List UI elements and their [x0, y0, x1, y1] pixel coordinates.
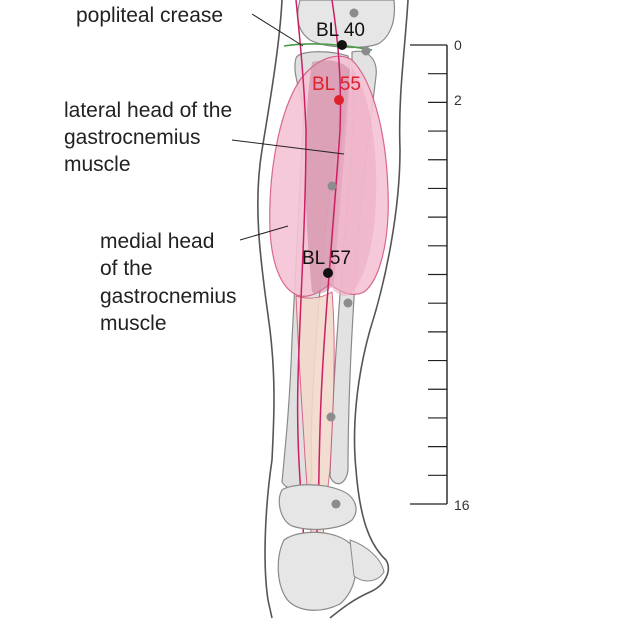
- bl57-label: BL 57: [302, 248, 351, 269]
- medial-head-label-line2: of the: [100, 257, 153, 280]
- bl55-label: BL 55: [312, 74, 361, 95]
- medial-head-label-line1: medial head: [100, 230, 214, 253]
- lateral-head-leader: [231, 139, 345, 155]
- grey-point: [343, 298, 353, 308]
- foot-side-bone: [349, 539, 385, 582]
- grey-point: [331, 499, 341, 509]
- leg-outline: [257, 0, 409, 619]
- lateral-head-label-line3: muscle: [64, 153, 131, 176]
- lateral-head-band: [305, 60, 350, 294]
- lateral-head-label-line1: lateral head of the: [64, 99, 232, 122]
- medial-head-label-line3: gastrocnemius: [100, 285, 237, 308]
- ankle-bones: [278, 484, 357, 530]
- bl40-label: BL 40: [316, 20, 365, 41]
- grey-point: [326, 412, 336, 422]
- scale-label-0: 0: [454, 37, 462, 53]
- medial-head-label-line4: muscle: [100, 312, 167, 335]
- grey-point: [361, 46, 371, 56]
- grey-point: [349, 8, 359, 18]
- popliteal-crease-leader: [251, 13, 304, 47]
- measurement-scale: 0 2 16: [410, 37, 470, 513]
- heel-bone: [277, 531, 357, 611]
- meridian-line-lateral: [295, 0, 307, 546]
- grey-point: [327, 181, 337, 191]
- scale-label-2: 2: [454, 92, 462, 108]
- popliteal-crease-label: popliteal crease: [76, 4, 223, 27]
- bl40-point: [337, 40, 347, 50]
- medial-head-leader: [239, 225, 289, 241]
- meridian-line-medial: [315, 0, 342, 546]
- lateral-head-label-line2: gastrocnemius: [64, 126, 201, 149]
- scale-label-16: 16: [454, 497, 470, 513]
- medial-head-band: [330, 68, 377, 296]
- bl55-point: [334, 95, 344, 105]
- bl57-point: [323, 268, 333, 278]
